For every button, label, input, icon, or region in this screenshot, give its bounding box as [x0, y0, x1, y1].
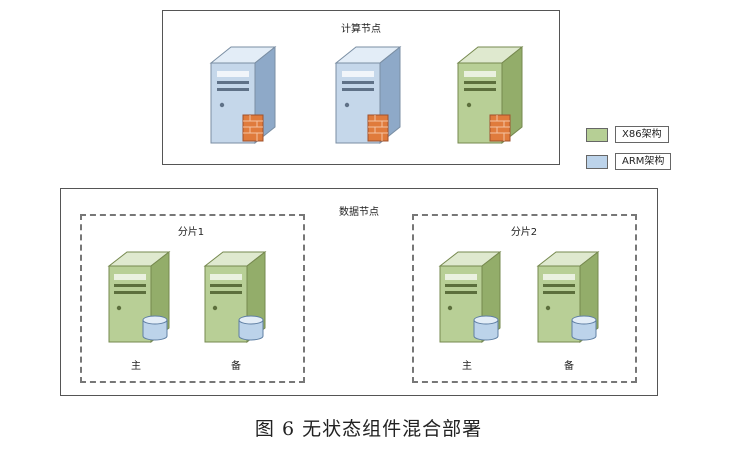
shard-1-title: 分片1	[178, 223, 204, 238]
shard-1-backup-label: 备	[231, 357, 241, 372]
shard-2-primary-label: 主	[462, 357, 472, 372]
shard-1-primary-server	[103, 248, 175, 348]
data-node-title: 数据节点	[339, 203, 379, 218]
compute-server-x86	[452, 43, 527, 148]
legend-label-arm: ARM架构	[615, 153, 671, 170]
figure-caption: 图 6 无状态组件混合部署	[0, 414, 737, 441]
shard-2-backup-server	[532, 248, 604, 348]
shard-2-backup-label: 备	[564, 357, 574, 372]
legend-swatch-x86	[586, 128, 608, 142]
compute-server-arm-1	[205, 43, 280, 148]
shard-2-primary-server	[434, 248, 506, 348]
shard-1-primary-label: 主	[131, 357, 141, 372]
compute-server-arm-2	[330, 43, 405, 148]
legend-label-x86: X86架构	[615, 126, 669, 143]
shard-1-backup-server	[199, 248, 271, 348]
compute-node-title: 计算节点	[341, 20, 381, 35]
legend-swatch-arm	[586, 155, 608, 169]
shard-2-title: 分片2	[511, 223, 537, 238]
